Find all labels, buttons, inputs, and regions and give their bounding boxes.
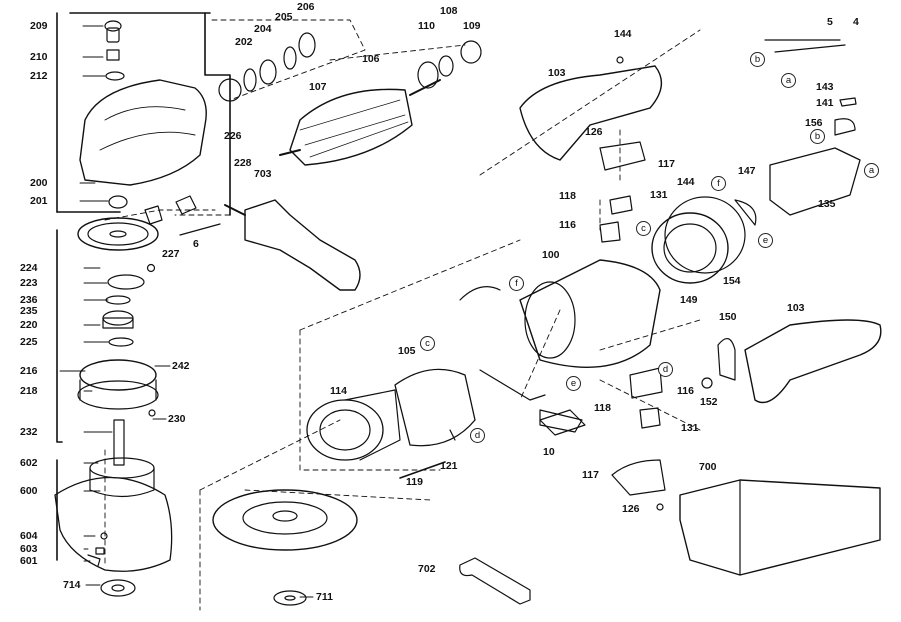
label-147: 147 (738, 165, 756, 177)
side-handle (224, 199, 361, 291)
label-702: 702 (418, 563, 436, 575)
label-232: 232 (20, 426, 38, 438)
label-103-right: 103 (787, 302, 805, 314)
label-601: 601 (20, 555, 38, 567)
label-117-low: 117 (582, 469, 599, 481)
label-144-mid: 144 (677, 176, 695, 188)
callout-b-top: b (750, 52, 765, 67)
label-228: 228 (234, 157, 252, 169)
label-6: 6 (193, 238, 199, 250)
gear-head-parts (54, 20, 221, 597)
label-4: 4 (853, 16, 859, 28)
handle-parts (519, 39, 882, 576)
disc-parts (212, 489, 531, 606)
label-126-low: 126 (622, 503, 640, 515)
callout-d-low: d (470, 428, 485, 443)
leader-lines (59, 25, 314, 598)
label-209: 209 (30, 20, 48, 32)
label-135: 135 (818, 198, 836, 210)
assembly-dashes (104, 19, 701, 611)
label-131-low: 131 (681, 422, 699, 434)
label-107: 107 (309, 81, 327, 93)
callout-b-switch: b (810, 129, 825, 144)
label-118-low: 118 (594, 402, 611, 414)
label-714: 714 (63, 579, 81, 591)
callout-a-top: a (781, 73, 796, 88)
label-226: 226 (224, 130, 242, 142)
label-230: 230 (168, 413, 186, 425)
label-200: 200 (30, 177, 48, 189)
label-711: 711 (316, 591, 333, 603)
label-603: 603 (20, 543, 38, 555)
label-242: 242 (172, 360, 190, 372)
label-126-top: 126 (585, 126, 603, 138)
label-703: 703 (254, 168, 272, 180)
callout-d-mid: d (658, 362, 673, 377)
label-210: 210 (30, 51, 48, 63)
label-700: 700 (699, 461, 717, 473)
label-116-top: 116 (559, 219, 576, 231)
label-144-top: 144 (614, 28, 632, 40)
label-212: 212 (30, 70, 48, 82)
callout-f-mid: f (509, 276, 524, 291)
label-604: 604 (20, 530, 38, 542)
label-216: 216 (20, 365, 38, 377)
label-10: 10 (543, 446, 555, 458)
label-109: 109 (463, 20, 481, 32)
callout-e-mid: e (566, 376, 581, 391)
label-131-top: 131 (650, 189, 668, 201)
label-149: 149 (680, 294, 698, 306)
label-110: 110 (418, 20, 435, 32)
label-205: 205 (275, 11, 293, 23)
label-141: 141 (816, 97, 834, 109)
callout-e-top: e (758, 233, 773, 248)
label-218: 218 (20, 385, 38, 397)
label-5: 5 (827, 16, 833, 28)
callout-f-top: f (711, 176, 726, 191)
label-220: 220 (20, 319, 38, 331)
label-117-top: 117 (658, 158, 675, 170)
label-106: 106 (362, 53, 380, 65)
label-236: 236 (20, 294, 38, 306)
label-202: 202 (235, 36, 253, 48)
label-105: 105 (398, 345, 416, 357)
label-206: 206 (297, 1, 315, 13)
label-152: 152 (700, 396, 718, 408)
label-154: 154 (723, 275, 741, 287)
label-108: 108 (440, 5, 458, 17)
label-602: 602 (20, 457, 38, 469)
label-103-top: 103 (548, 67, 566, 79)
label-223: 223 (20, 277, 38, 289)
label-143: 143 (816, 81, 834, 93)
label-100: 100 (542, 249, 560, 261)
label-225: 225 (20, 336, 38, 348)
label-201: 201 (30, 195, 48, 207)
callout-c-mid: c (420, 336, 435, 351)
label-121: 121 (440, 460, 458, 472)
label-116-low: 116 (677, 385, 694, 397)
label-156: 156 (805, 117, 823, 129)
label-114: 114 (330, 385, 347, 397)
armature-parts (218, 32, 482, 166)
label-235: 235 (20, 305, 38, 317)
label-204: 204 (254, 23, 272, 35)
label-118-top: 118 (559, 190, 576, 202)
label-224: 224 (20, 262, 38, 274)
label-227: 227 (162, 248, 180, 260)
label-150: 150 (719, 311, 737, 323)
motor-parts (306, 259, 661, 479)
bracket-lines (56, 12, 231, 561)
label-600: 600 (20, 485, 38, 497)
callout-c-top: c (636, 221, 651, 236)
callout-a-switch: a (864, 163, 879, 178)
label-119: 119 (406, 476, 423, 488)
